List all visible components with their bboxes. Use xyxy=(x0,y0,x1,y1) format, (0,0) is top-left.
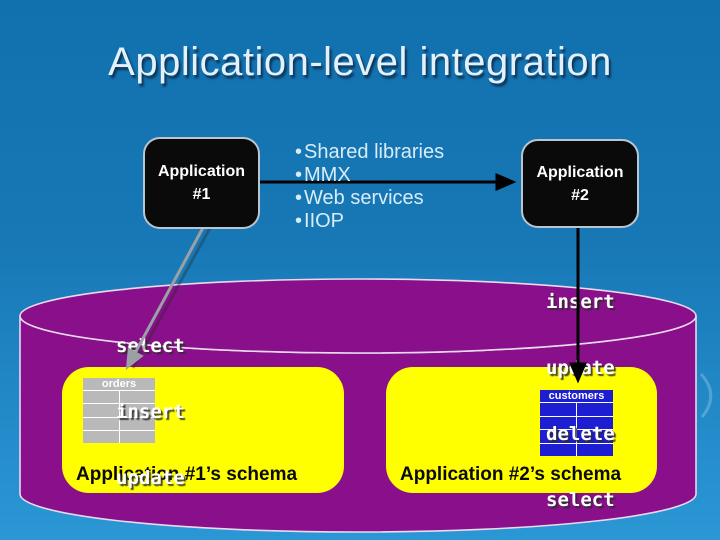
table-cell xyxy=(577,416,613,430)
app1-node: Application #1 xyxy=(143,137,260,229)
app1-label-line1: Application xyxy=(157,163,246,180)
bullet-icon: • xyxy=(295,164,303,186)
orders-table-header: orders xyxy=(83,378,155,391)
table-cell xyxy=(119,430,155,443)
app2-node: Application #2 xyxy=(521,139,639,228)
table-cell xyxy=(119,404,155,417)
table-cell xyxy=(119,391,155,404)
left-ops-text: select insert update xyxy=(116,291,185,533)
bullets-list: • Shared libraries • MMX • Web services … xyxy=(295,141,444,233)
bullet-item: • IIOP xyxy=(295,210,444,233)
app1-schema-label: Application #1’s schema xyxy=(76,464,298,485)
bullet-item: • Web services xyxy=(295,187,444,210)
app2-label-line1: Application xyxy=(536,163,624,181)
schema-box-app2: customers Application #2’s schema xyxy=(386,367,657,493)
table-cell xyxy=(83,391,119,404)
watermark-arc-icon xyxy=(699,372,713,418)
table-cell xyxy=(540,403,576,416)
app1-label-line2: #1 xyxy=(192,186,211,203)
slide-title: Application-level integration xyxy=(108,40,612,84)
table-cell xyxy=(577,403,613,416)
table-cell xyxy=(540,443,576,456)
table-cell xyxy=(577,443,613,456)
sql-op: insert xyxy=(546,291,615,313)
bullet-icon: • xyxy=(295,210,303,232)
right-ops-text: insert update delete select grant xyxy=(546,247,615,540)
bullet-label: Shared libraries xyxy=(304,141,445,163)
app2-label-line2: #2 xyxy=(571,186,589,204)
sql-op: select xyxy=(546,489,615,511)
bullet-label: MMX xyxy=(304,164,351,186)
sql-op: update xyxy=(546,357,615,379)
table-cell xyxy=(83,404,119,417)
bullet-label: IIOP xyxy=(304,210,345,232)
sql-op: delete xyxy=(546,423,615,445)
table-cell xyxy=(577,430,613,443)
app2-schema-label: Application #2’s schema xyxy=(400,464,622,485)
table-cell xyxy=(119,417,155,430)
schema-box-app1: orders Application #1’s schema xyxy=(62,367,344,493)
table-cell xyxy=(540,416,576,430)
bullet-item: • Shared libraries xyxy=(295,141,444,164)
sql-op: select xyxy=(116,335,185,357)
bullet-label: Web services xyxy=(304,187,424,209)
bullet-icon: • xyxy=(295,187,303,209)
table-cell xyxy=(540,430,576,443)
bullet-icon: • xyxy=(295,141,303,163)
table-cell xyxy=(83,417,119,430)
customers-table: customers xyxy=(540,390,613,456)
sql-op: update xyxy=(116,467,185,489)
sql-op: insert xyxy=(116,401,185,423)
orders-table: orders xyxy=(83,378,155,443)
table-cell xyxy=(83,430,119,443)
bullet-item: • MMX xyxy=(295,164,444,187)
customers-table-header: customers xyxy=(540,390,613,403)
